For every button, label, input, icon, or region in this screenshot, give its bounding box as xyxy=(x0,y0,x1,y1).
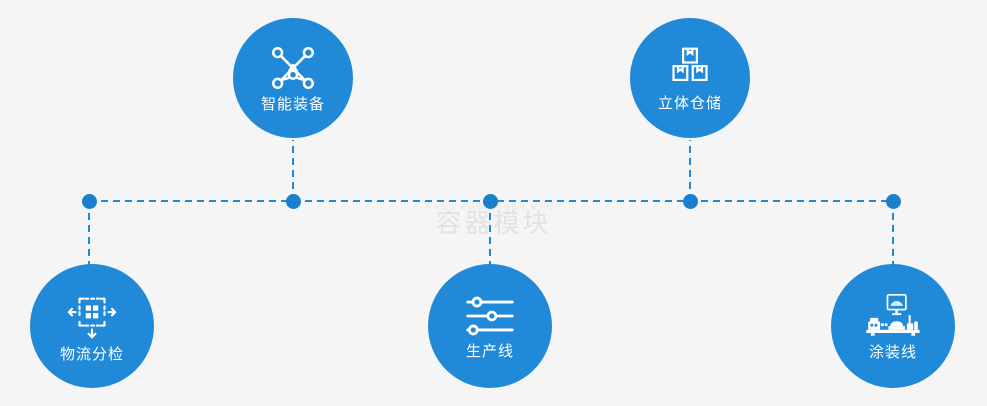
industrial-machine-icon xyxy=(865,293,921,339)
junction-dot-left-end xyxy=(82,194,97,209)
network-nodes-icon xyxy=(270,45,316,91)
junction-dot-smart-equipment xyxy=(286,194,301,209)
module-production-line[interactable]: 生产线 xyxy=(428,264,552,388)
module-label-smart-equipment: 智能装备 xyxy=(260,94,325,113)
module-label-logistics-sorting: 物流分检 xyxy=(59,344,124,363)
module-smart-equipment[interactable]: 智能装备 xyxy=(233,18,353,138)
junction-dot-production-line xyxy=(483,194,498,209)
module-label-stereo-warehouse: 立体仓储 xyxy=(657,93,722,112)
stacked-boxes-icon xyxy=(668,46,712,90)
sorting-arrows-icon xyxy=(67,291,117,341)
junction-dot-right-end xyxy=(886,194,901,209)
module-label-coating-line: 涂装线 xyxy=(868,342,917,361)
sliders-icon xyxy=(464,294,516,338)
junction-dot-warehouse xyxy=(683,194,698,209)
module-stereo-warehouse[interactable]: 立体仓储 xyxy=(630,18,750,138)
module-coating-line[interactable]: 涂装线 xyxy=(831,264,955,388)
module-label-production-line: 生产线 xyxy=(465,341,514,360)
module-logistics-sorting[interactable]: 物流分检 xyxy=(30,264,154,388)
